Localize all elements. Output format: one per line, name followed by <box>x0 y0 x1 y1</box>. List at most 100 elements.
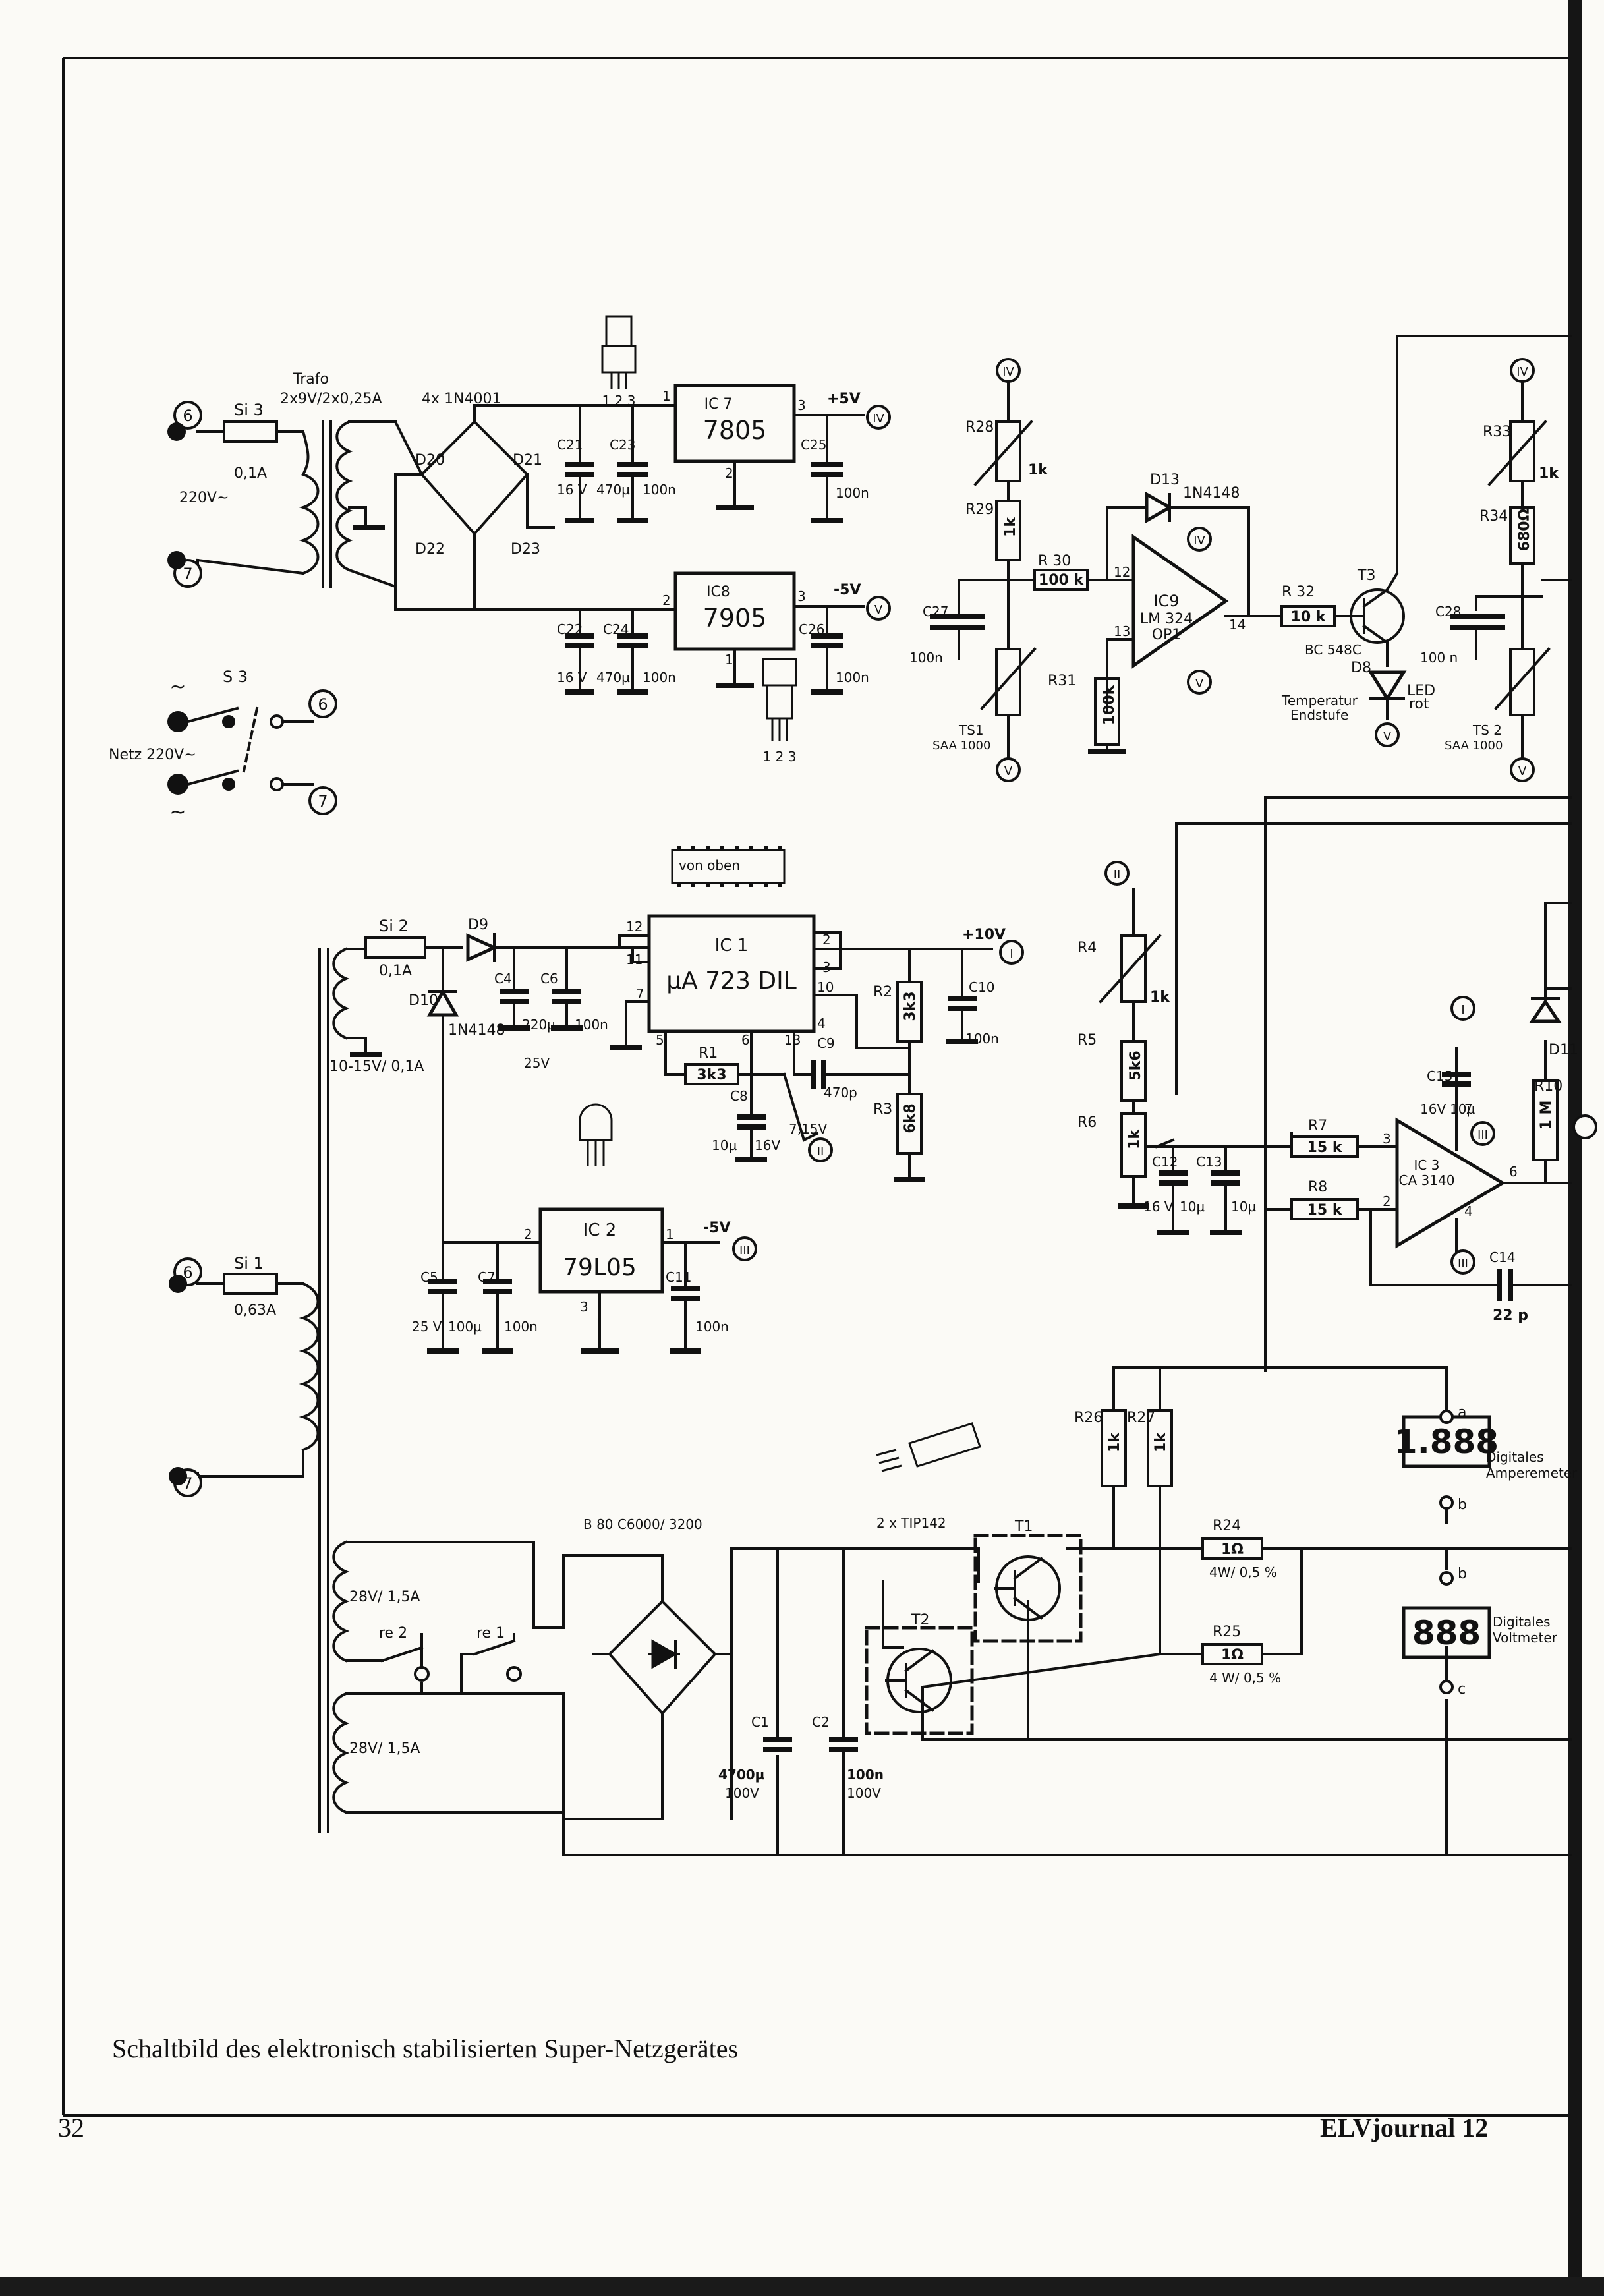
diode-label: D9 <box>468 917 488 933</box>
cap-value: 100n <box>836 670 869 685</box>
terminal-a-dot <box>1439 1410 1454 1424</box>
mains-switch-s3 <box>186 706 314 786</box>
ic-name: IC 3 <box>1414 1157 1440 1173</box>
section-power-stage <box>332 1366 1572 1856</box>
node-label: V <box>874 603 883 617</box>
node-label: 7 <box>183 1474 192 1493</box>
cap-value: 100V <box>847 1785 881 1801</box>
resistor-label: R2 <box>873 984 892 1000</box>
cap-value: 10µ <box>712 1137 737 1153</box>
node-label: II <box>817 1145 824 1159</box>
node-label: 6 <box>183 1263 192 1282</box>
ic-name: IC9 <box>1153 592 1179 610</box>
voltmeter-display: 888 <box>1412 1614 1481 1652</box>
diode-label: D22 <box>415 541 445 558</box>
section-temperature <box>930 335 1572 759</box>
pin-label: 7 <box>636 986 644 1002</box>
trafo-sec1: 10-15V/ 0,1A <box>329 1058 424 1075</box>
pin-label: 11 <box>626 952 643 967</box>
pinout-label: 1 2 3 <box>763 749 797 764</box>
cap-label: C25 <box>801 437 826 453</box>
node-i-out <box>999 940 1024 965</box>
pin-label: 13 <box>784 1032 801 1048</box>
cap-label: C11 <box>666 1269 691 1285</box>
cap-label: C12 <box>1152 1154 1178 1170</box>
cap-label: C15 <box>1427 1068 1452 1084</box>
pin-label: 7 <box>1464 1101 1473 1117</box>
cap-value: 470µ <box>596 482 630 498</box>
cap-label: C28 <box>1435 604 1461 619</box>
pin-label: 3 <box>797 397 806 413</box>
resistor-value: 10 k <box>1291 609 1327 625</box>
resistor-label: R25 <box>1213 1624 1241 1640</box>
node-iii-out <box>732 1236 757 1261</box>
relay-label: re 2 <box>379 1625 407 1642</box>
sensor-label: TS 2 <box>1472 722 1502 738</box>
pin-label: 1 <box>662 388 671 404</box>
cap-label: C27 <box>923 604 948 619</box>
node-v-ts1 <box>996 757 1021 782</box>
temp-label: Endstufe <box>1290 707 1348 723</box>
cap-value: 100n <box>836 485 869 501</box>
node-label: 6 <box>318 695 328 714</box>
trafo-sec2: 28V/ 1,5A <box>349 1589 420 1605</box>
cap-value: 100n <box>965 1031 999 1047</box>
diode-label: D11 <box>1549 1042 1578 1058</box>
cap-value: 10µ <box>1231 1199 1256 1215</box>
led-label: rot <box>1409 696 1429 712</box>
node-iv-right <box>1510 358 1535 383</box>
meter-label: Digitales <box>1486 1449 1544 1465</box>
transistor-value: BC 548C <box>1305 642 1361 658</box>
diode-label: D21 <box>513 452 542 469</box>
resistor-label: R26 <box>1074 1410 1103 1426</box>
pin-label: 13 <box>1114 623 1130 639</box>
to220-package-icon <box>601 315 981 1472</box>
ic-type: 7805 <box>703 416 767 445</box>
transistor-label: T2 <box>911 1612 929 1628</box>
resistor-label: R34 <box>1479 508 1508 525</box>
pin-label: 2 <box>822 932 831 948</box>
node-label: I <box>1461 1003 1464 1017</box>
node-ii-r4 <box>1104 861 1130 886</box>
cap-value: 16V <box>755 1137 780 1153</box>
node-iv-out <box>866 405 891 430</box>
relay-label: re 1 <box>476 1625 505 1642</box>
ic-name: IC 1 <box>715 936 749 956</box>
diode-label: D8 <box>1351 660 1371 676</box>
resistor-value: 100 k <box>1039 572 1085 588</box>
resistor-value: 6k8 <box>902 1103 919 1133</box>
fuse-value: 0,1A <box>379 963 412 979</box>
cap-value: 25 V <box>412 1319 442 1335</box>
resistor-value: 1k <box>1539 465 1559 482</box>
transistor-label: T1 <box>1014 1518 1033 1535</box>
diode-label: D23 <box>511 541 540 558</box>
node-6-top <box>173 401 202 430</box>
dip-package-icon <box>671 846 786 887</box>
diode-label: 1N4148 <box>1183 485 1240 502</box>
trafo-title: Trafo <box>293 371 329 387</box>
cap-label: C6 <box>540 971 558 987</box>
node-label: V <box>1383 730 1392 743</box>
cap-value: 100 n <box>1420 650 1458 666</box>
resistor-label: R28 <box>965 419 994 436</box>
pin-label: 6 <box>1509 1164 1518 1180</box>
resistor-value: 1k <box>1106 1432 1123 1452</box>
terminal-label: b <box>1458 1566 1467 1582</box>
mains-si1 <box>196 1273 320 1478</box>
ic-type: LM 324 <box>1140 611 1193 627</box>
node-6-switch <box>308 689 337 718</box>
net-label: 7,15V <box>789 1121 828 1137</box>
mains-voltage: 220V~ <box>179 490 229 506</box>
node-label: V <box>1518 764 1527 778</box>
diode-label: D10 <box>409 992 438 1009</box>
terminal-label: b <box>1458 1497 1467 1513</box>
resistor-label: R10 <box>1534 1078 1562 1095</box>
pin-label: 5 <box>656 1032 664 1048</box>
pin-label: 6 <box>741 1032 750 1048</box>
node-label: I <box>1010 947 1013 961</box>
cap-label: C10 <box>969 979 994 995</box>
resistor-value: 1Ω <box>1221 1647 1244 1663</box>
ic-type: 7905 <box>703 604 767 633</box>
pin-label: 12 <box>1114 564 1130 580</box>
